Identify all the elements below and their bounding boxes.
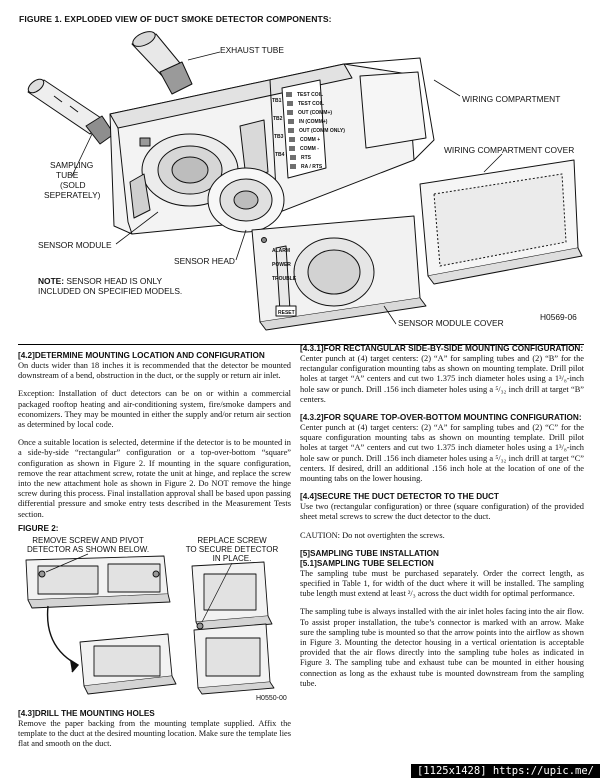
label-sampling-tube-2: TUBE <box>56 170 79 180</box>
paragraph-4-2-1: On ducts wider than 18 inches it is reco… <box>18 361 291 381</box>
wiring-compartment <box>343 57 435 161</box>
cover-label-alarm: ALARM <box>272 248 290 254</box>
heading-5-1: [5.1]SAMPLING TUBE SELECTION <box>300 558 434 568</box>
terminal-label: OUT (COMM+) <box>298 110 332 116</box>
cover-label-trouble: TROUBLE <box>272 276 297 282</box>
terminal-label: TEST COIL <box>298 101 324 107</box>
paragraph-4-3-1: Center punch at (4) target centers: (2) … <box>300 354 584 404</box>
figure1-code: H0569-06 <box>540 312 577 322</box>
paragraph-4-4-caution: CAUTION: Do not overtighten the screws. <box>300 530 445 540</box>
terminal-id: TB3 <box>274 134 284 140</box>
fig2-rotated-unit <box>79 633 177 695</box>
terminal-label: IN (COMM+) <box>299 119 328 125</box>
fig2-square-unit <box>191 561 275 695</box>
sensor-module-cover <box>251 215 427 331</box>
heading-4-3-1: [4.3.1]FOR RECTANGULAR SIDE-BY-SIDE MOUN… <box>300 344 584 353</box>
fig2-label-right-3: IN PLACE. <box>213 554 252 563</box>
paragraph-5-1-2: The sampling tube is always installed wi… <box>300 607 584 688</box>
left-column: [4.2]DETERMINE MOUNTING LOCATION AND CON… <box>18 351 291 757</box>
terminal-ids: TB1 TB2 TB3 TB4 <box>272 98 285 158</box>
label-sampling-tube-3: (SOLD <box>60 180 86 190</box>
exploded-view-diagram: TEST COIL TEST COIL OUT (COMM+) IN (COMM… <box>27 31 583 331</box>
note-line-1: NOTE: SENSOR HEAD IS ONLY <box>38 276 163 286</box>
label-sampling-tube-4: SEPERATELY) <box>44 190 101 200</box>
label-wiring-cover: WIRING COMPARTMENT COVER <box>444 145 574 155</box>
note-line-2: INCLUDED ON SPECIFIED MODELS. <box>38 286 182 296</box>
terminal-labels: TEST COIL TEST COIL OUT (COMM+) IN (COMM… <box>297 92 345 170</box>
paragraph-5-1-1: The sampling tube must be purchased sepa… <box>300 568 584 599</box>
sensor-head <box>207 167 285 233</box>
paragraph-4-2-3: Once a suitable location is selected, de… <box>18 438 291 519</box>
fig2-leaders <box>45 553 233 623</box>
fig2-label-right-2: TO SECURE DETECTOR <box>186 545 279 554</box>
paragraph-4-2-2: Exception: Installation of duct detector… <box>18 389 291 430</box>
terminal-id: TB1 <box>272 98 282 104</box>
label-sensor-module-cover: SENSOR MODULE COVER <box>398 318 504 328</box>
heading-5: [5]SAMPLING TUBE INSTALLATION <box>300 548 439 558</box>
image-host-watermark: [1125x1428] https://upic.me/ <box>410 764 600 778</box>
terminal-label: RA / RTS <box>301 164 323 170</box>
label-wiring-compartment: WIRING COMPARTMENT <box>462 94 560 104</box>
note-bold: NOTE: <box>38 276 64 286</box>
figure1-title: FIGURE 1. EXPLODED VIEW OF DUCT SMOKE DE… <box>19 14 332 24</box>
label-exhaust-tube: EXHAUST TUBE <box>220 45 284 55</box>
label-sensor-module: SENSOR MODULE <box>38 240 112 250</box>
fig2-label-right-1: REPLACE SCREW <box>197 536 267 545</box>
exhaust-tube <box>131 31 193 95</box>
terminal-label: RTS <box>301 155 312 161</box>
terminal-label: OUT (COMM ONLY) <box>299 128 345 134</box>
terminal-label: COMM + <box>300 137 320 143</box>
detector-housing <box>109 63 415 235</box>
sampling-tube <box>27 78 115 145</box>
fig2-label-left-1: REMOVE SCREW AND PIVOT <box>32 536 144 545</box>
terminal-id: TB4 <box>275 152 285 158</box>
fig2-label-left-2: DETECTOR AS SHOWN BELOW. <box>27 545 149 554</box>
terminal-label: TEST COIL <box>297 92 323 98</box>
paragraph-4-4-1: Use two (rectangular configuration) or t… <box>300 502 584 522</box>
heading-4-4: [4.4]SECURE THE DUCT DETECTOR TO THE DUC… <box>300 492 499 502</box>
heading-4-2: [4.2]DETERMINE MOUNTING LOCATION AND CON… <box>18 351 265 360</box>
heading-4-3-2: [4.3.2]FOR SQUARE TOP-OVER-BOTTOM MOUNTI… <box>300 413 582 423</box>
terminal-label: COMM - <box>300 146 319 152</box>
terminal-strip <box>281 79 327 179</box>
wiring-compartment-cover <box>419 159 583 285</box>
figure2-code: H0550-00 <box>256 695 287 702</box>
paragraph-4-3: Remove the paper backing from the mounti… <box>18 718 291 749</box>
terminal-id: TB2 <box>273 116 283 122</box>
fig2-rectangular-unit <box>25 555 171 609</box>
paragraph-4-3-2: Center punch at (4) target centers: (2) … <box>300 423 584 484</box>
label-sampling-tube-1: SAMPLING <box>50 160 93 170</box>
label-sensor-head: SENSOR HEAD <box>174 256 235 266</box>
cover-label-reset: RESET <box>278 310 295 316</box>
section-divider <box>18 344 584 345</box>
callout-leaders <box>71 51 503 325</box>
figure2-title: FIGURE 2: <box>18 523 59 533</box>
figure2-diagram: REMOVE SCREW AND PIVOT DETECTOR AS SHOWN… <box>25 536 287 702</box>
cover-labels: ALARM POWER TROUBLE RESET <box>272 248 297 316</box>
fig2-rotation-arrow <box>46 605 80 673</box>
heading-4-3: [4.3]DRILL THE MOUNTING HOLES <box>18 708 155 718</box>
note-rest: SENSOR HEAD IS ONLY <box>64 276 162 286</box>
right-column: [4.3.1]FOR RECTANGULAR SIDE-BY-SIDE MOUN… <box>300 344 584 697</box>
cover-label-power: POWER <box>272 262 291 268</box>
